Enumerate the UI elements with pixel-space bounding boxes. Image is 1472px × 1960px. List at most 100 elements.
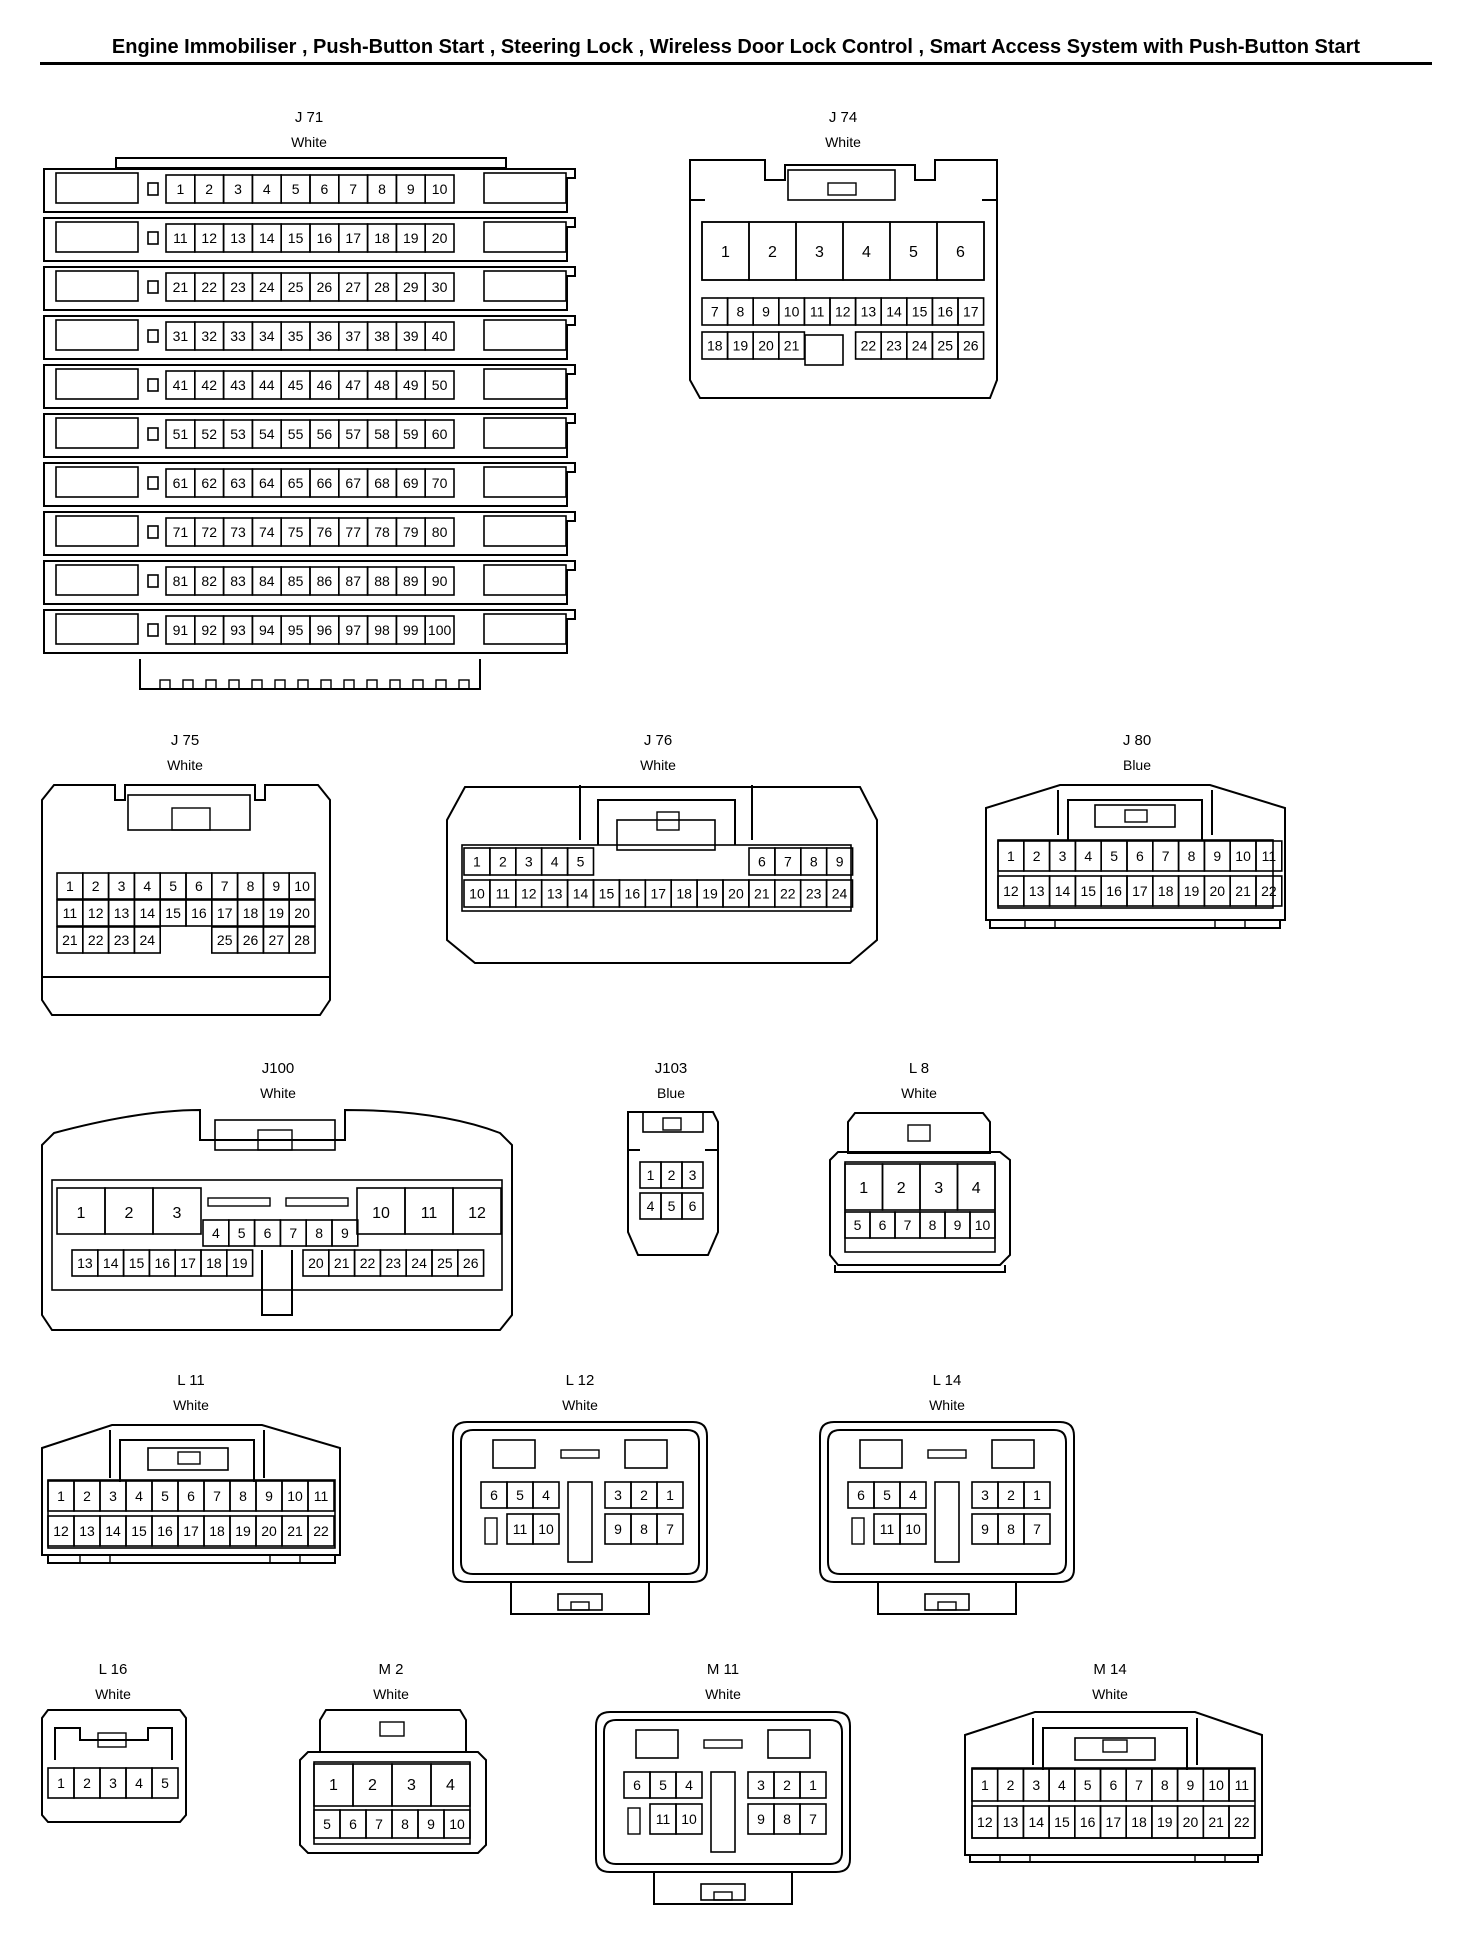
- pin-1: 1: [329, 1777, 338, 1794]
- pin-16: 16: [317, 230, 333, 246]
- connector-id-j80: J 80: [1123, 732, 1151, 749]
- pin-1: 1: [66, 878, 74, 894]
- pin-15: 15: [129, 1255, 145, 1271]
- pin-5: 5: [883, 1487, 891, 1503]
- pin-30: 30: [432, 279, 448, 295]
- pin-7: 7: [221, 878, 229, 894]
- pin-8: 8: [640, 1521, 648, 1537]
- pin-26: 26: [463, 1255, 479, 1271]
- pin-4: 4: [446, 1777, 455, 1794]
- pin-13: 13: [77, 1255, 93, 1271]
- pin-6: 6: [490, 1487, 498, 1503]
- pin-4: 4: [647, 1198, 655, 1214]
- pin-4: 4: [862, 244, 871, 261]
- connector-id-j100: J100: [262, 1060, 295, 1077]
- pin-31: 31: [173, 328, 189, 344]
- pin-78: 78: [374, 524, 390, 540]
- pin-18: 18: [676, 886, 692, 902]
- pin-33: 33: [230, 328, 246, 344]
- pin-1: 1: [981, 1777, 989, 1793]
- pin-10: 10: [1235, 848, 1251, 864]
- pin-45: 45: [288, 377, 304, 393]
- connector-id-m11: M 11: [707, 1661, 739, 1678]
- pin-11: 11: [656, 1811, 671, 1827]
- pin-21: 21: [62, 932, 78, 948]
- pin-10: 10: [432, 181, 448, 197]
- connector-id-l14: L 14: [933, 1372, 962, 1389]
- pin-11: 11: [810, 304, 825, 320]
- pin-17: 17: [1132, 883, 1148, 899]
- pin-4: 4: [1084, 848, 1092, 864]
- pin-22: 22: [1261, 883, 1277, 899]
- pin-38: 38: [374, 328, 390, 344]
- pin-5: 5: [161, 1775, 169, 1791]
- pin-9: 9: [614, 1521, 622, 1537]
- pin-22: 22: [313, 1523, 329, 1539]
- pin-1: 1: [77, 1205, 86, 1222]
- connector-id-m2: M 2: [378, 1661, 403, 1678]
- pin-15: 15: [131, 1523, 147, 1539]
- pin-17: 17: [650, 886, 666, 902]
- pin-4: 4: [143, 878, 151, 894]
- connector-color-l8: White: [901, 1085, 937, 1101]
- pin-18: 18: [374, 230, 390, 246]
- pin-7: 7: [375, 1816, 383, 1832]
- pin-35: 35: [288, 328, 304, 344]
- pin-10: 10: [905, 1521, 921, 1537]
- pin-28: 28: [374, 279, 390, 295]
- pin-10: 10: [975, 1217, 991, 1233]
- pin-32: 32: [201, 328, 217, 344]
- pin-13: 13: [1003, 1814, 1019, 1830]
- pin-10: 10: [538, 1521, 554, 1537]
- pin-41: 41: [173, 377, 189, 393]
- pin-10: 10: [294, 878, 310, 894]
- pin-2: 2: [1007, 1487, 1015, 1503]
- pin-18: 18: [243, 905, 259, 921]
- pin-9: 9: [341, 1225, 349, 1241]
- pin-100: 100: [428, 622, 452, 638]
- pin-6: 6: [264, 1225, 272, 1241]
- pin-62: 62: [201, 475, 217, 491]
- pin-80: 80: [432, 524, 448, 540]
- pin-16: 16: [937, 304, 953, 320]
- pin-27: 27: [345, 279, 361, 295]
- connector-color-m14: White: [1092, 1686, 1128, 1702]
- pin-19: 19: [235, 1523, 251, 1539]
- pin-1: 1: [177, 181, 185, 197]
- pin-48: 48: [374, 377, 390, 393]
- pin-28: 28: [294, 932, 310, 948]
- pin-90: 90: [432, 573, 448, 589]
- pin-10: 10: [469, 886, 485, 902]
- pin-61: 61: [173, 475, 189, 491]
- pin-12: 12: [835, 304, 851, 320]
- pin-46: 46: [317, 377, 333, 393]
- pin-20: 20: [758, 338, 774, 354]
- pin-27: 27: [269, 932, 285, 948]
- pin-2: 2: [205, 181, 213, 197]
- title-rule: [40, 62, 1432, 65]
- pin-17: 17: [180, 1255, 196, 1271]
- pin-12: 12: [468, 1205, 486, 1222]
- pin-5: 5: [292, 181, 300, 197]
- pin-5: 5: [1084, 1777, 1092, 1793]
- pin-19: 19: [733, 338, 749, 354]
- pin-11: 11: [63, 905, 78, 921]
- pin-19: 19: [702, 886, 718, 902]
- pin-6: 6: [1136, 848, 1144, 864]
- pin-11: 11: [1262, 848, 1277, 864]
- pin-51: 51: [173, 426, 189, 442]
- connector-color-j80: Blue: [1123, 757, 1151, 773]
- pin-16: 16: [191, 905, 207, 921]
- pin-59: 59: [403, 426, 419, 442]
- pin-20: 20: [1210, 883, 1226, 899]
- pin-7: 7: [809, 1811, 817, 1827]
- pin-7: 7: [1033, 1521, 1041, 1537]
- pin-93: 93: [230, 622, 246, 638]
- pin-20: 20: [432, 230, 448, 246]
- pin-84: 84: [259, 573, 275, 589]
- pin-11: 11: [421, 1205, 438, 1222]
- pin-1: 1: [57, 1488, 65, 1504]
